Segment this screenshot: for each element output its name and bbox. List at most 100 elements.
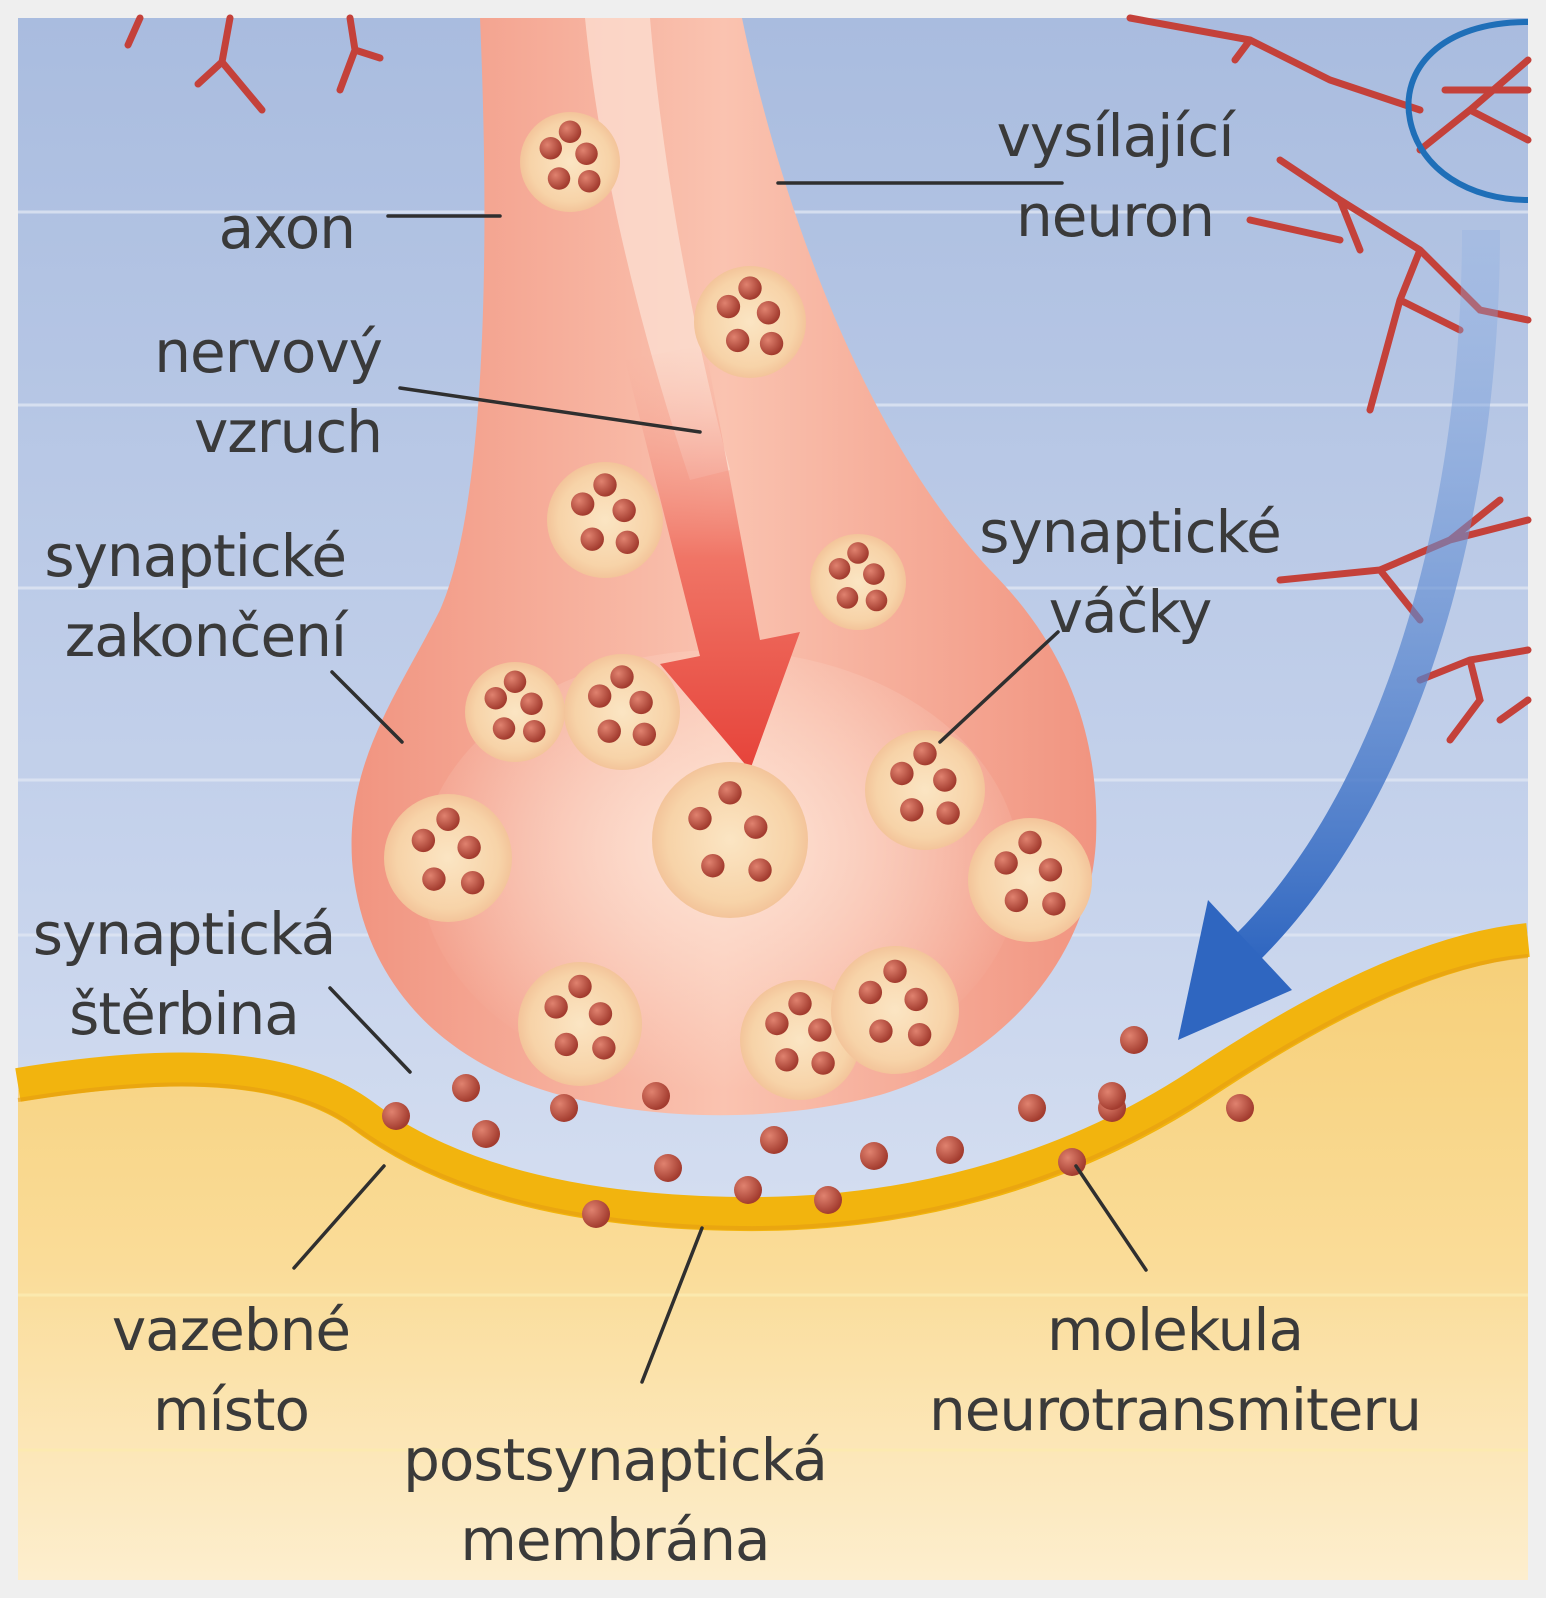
neurotransmitter-molecule <box>436 808 459 831</box>
label-synaptic-vesicles: synaptické váčky <box>960 492 1300 652</box>
neurotransmitter-molecule <box>550 1094 578 1122</box>
neurotransmitter-molecule <box>504 671 527 694</box>
neurotransmitter-molecule <box>760 1126 788 1154</box>
neurotransmitter-molecule <box>734 1176 762 1204</box>
neurotransmitter-molecule <box>578 170 601 193</box>
neurotransmitter-molecule <box>869 1019 892 1042</box>
synaptic-vesicle <box>518 962 642 1086</box>
synaptic-vesicle <box>831 946 959 1074</box>
label-postsynaptic-membrane: postsynaptická membrána <box>380 1420 850 1580</box>
label-neurotransmitter-molecule-line-2: neurotransmiteru <box>900 1370 1450 1450</box>
neurotransmitter-molecule <box>904 988 927 1011</box>
neurotransmitter-molecule <box>457 836 480 859</box>
neurotransmitter-molecule <box>936 801 959 824</box>
neurotransmitter-molecule <box>863 563 885 585</box>
neurotransmitter-molecule <box>760 332 783 355</box>
neurotransmitter-molecule <box>748 858 771 881</box>
neurotransmitter-molecule <box>598 719 621 742</box>
neurotransmitter-molecule <box>412 829 435 852</box>
label-nerve-impulse-line-2: vzruch <box>120 392 382 472</box>
neurotransmitter-molecule <box>808 1018 831 1041</box>
neurotransmitter-molecule <box>629 691 652 714</box>
neurotransmitter-molecule <box>610 665 633 688</box>
neurotransmitter-molecule <box>890 762 913 785</box>
neurotransmitter-molecule <box>568 975 591 998</box>
neurotransmitter-molecule <box>654 1154 682 1182</box>
neurotransmitter-molecule <box>1018 1094 1046 1122</box>
neurotransmitter-molecule <box>633 723 656 746</box>
neurotransmitter-molecule <box>994 851 1017 874</box>
neurotransmitter-molecule <box>738 276 761 299</box>
neurotransmitter-molecule <box>1042 892 1065 915</box>
neurotransmitter-molecule <box>422 867 445 890</box>
neurotransmitter-molecule <box>472 1120 500 1148</box>
neurotransmitter-molecule <box>883 960 906 983</box>
label-synaptic-cleft-line-1: synaptická <box>14 894 354 974</box>
label-axon-text: axon <box>180 188 355 268</box>
neurotransmitter-molecule <box>592 1036 615 1059</box>
neurotransmitter-molecule <box>548 167 571 190</box>
synaptic-vesicle <box>865 730 985 850</box>
synaptic-vesicle <box>547 462 663 578</box>
neurotransmitter-molecule <box>688 807 711 830</box>
neurotransmitter-molecule <box>908 1023 931 1046</box>
neurotransmitter-molecule <box>582 1200 610 1228</box>
neurotransmitter-molecule <box>814 1186 842 1214</box>
label-binding-site: vazebné místo <box>96 1290 366 1450</box>
synaptic-vesicle <box>652 762 808 918</box>
neurotransmitter-molecule <box>775 1048 798 1071</box>
synaptic-vesicle <box>465 662 565 762</box>
label-synaptic-terminal-line-1: synaptické <box>16 516 346 596</box>
neurotransmitter-molecule <box>1039 858 1062 881</box>
neurotransmitter-molecule <box>612 499 635 522</box>
neurotransmitter-molecule <box>575 143 598 166</box>
neurotransmitter-molecule <box>936 1136 964 1164</box>
label-synaptic-terminal: synaptické zakončení <box>16 516 346 676</box>
neurotransmitter-molecule <box>718 781 741 804</box>
synaptic-vesicle <box>810 534 906 630</box>
label-postsynaptic-membrane-line-1: postsynaptická <box>380 1420 850 1500</box>
label-synaptic-terminal-line-2: zakončení <box>16 596 346 676</box>
neurotransmitter-molecule <box>829 558 851 580</box>
neurotransmitter-molecule <box>493 717 516 740</box>
label-synaptic-vesicles-line-1: synaptické <box>960 492 1300 572</box>
label-sending-neuron-line-2: neuron <box>955 176 1275 256</box>
label-synaptic-cleft-line-2: štěrbina <box>14 974 354 1054</box>
label-sending-neuron: vysílající neuron <box>955 96 1275 256</box>
neurotransmitter-molecule <box>847 542 869 564</box>
neurotransmitter-molecule <box>581 527 604 550</box>
label-nerve-impulse: nervový vzruch <box>120 312 382 472</box>
label-synaptic-vesicles-line-2: váčky <box>960 572 1300 652</box>
label-binding-site-line-1: vazebné <box>96 1290 366 1370</box>
neurotransmitter-molecule <box>544 995 567 1018</box>
synaptic-vesicle <box>968 818 1092 942</box>
neurotransmitter-molecule <box>900 798 923 821</box>
neurotransmitter-molecule <box>1018 831 1041 854</box>
label-binding-site-line-2: místo <box>96 1370 366 1450</box>
synaptic-vesicle <box>564 654 680 770</box>
neurotransmitter-molecule <box>559 121 582 144</box>
neurotransmitter-molecule <box>642 1082 670 1110</box>
neurotransmitter-molecule <box>520 693 543 716</box>
neurotransmitter-molecule <box>913 742 936 765</box>
neurotransmitter-molecule <box>765 1012 788 1035</box>
neurotransmitter-molecule <box>837 587 859 609</box>
neurotransmitter-molecule <box>860 1142 888 1170</box>
label-nerve-impulse-line-1: nervový <box>120 312 382 392</box>
neurotransmitter-molecule <box>1005 889 1028 912</box>
neurotransmitter-molecule <box>788 992 811 1015</box>
neurotransmitter-molecule <box>859 981 882 1004</box>
neurotransmitter-molecule <box>452 1074 480 1102</box>
label-neurotransmitter-molecule: molekula neurotransmiteru <box>900 1290 1450 1450</box>
neurotransmitter-molecule <box>588 684 611 707</box>
neurotransmitter-molecule <box>382 1102 410 1130</box>
neurotransmitter-molecule <box>540 137 563 160</box>
neurotransmitter-molecule <box>1120 1026 1148 1054</box>
neurotransmitter-molecule <box>616 531 639 554</box>
neurotransmitter-molecule <box>485 687 508 710</box>
neurotransmitter-molecule <box>555 1033 578 1056</box>
neurotransmitter-molecule <box>461 871 484 894</box>
label-postsynaptic-membrane-line-2: membrána <box>380 1500 850 1580</box>
neurotransmitter-molecule <box>593 473 616 496</box>
neurotransmitter-molecule <box>523 720 546 743</box>
